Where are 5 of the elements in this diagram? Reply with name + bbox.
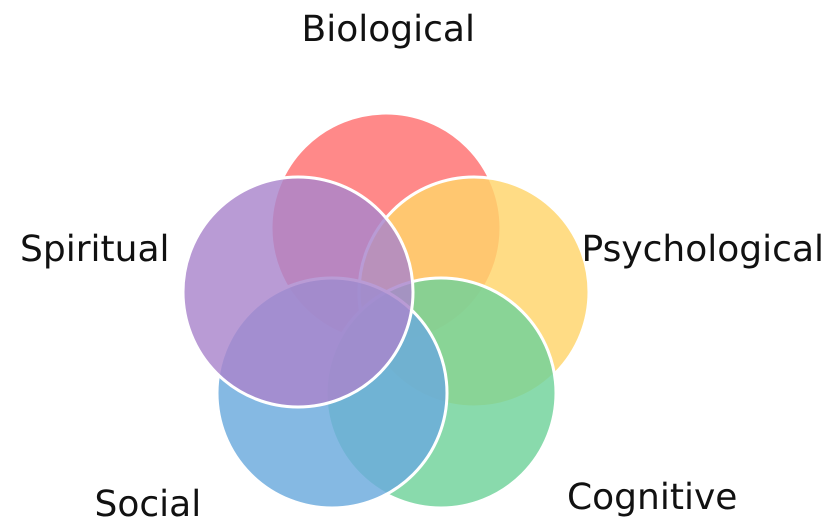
category-label: Social	[94, 487, 202, 523]
category-label: Psychological	[582, 232, 824, 268]
category-label: Cognitive	[567, 480, 738, 516]
category-label: Spiritual	[20, 232, 170, 268]
category-label: Biological	[302, 12, 475, 48]
